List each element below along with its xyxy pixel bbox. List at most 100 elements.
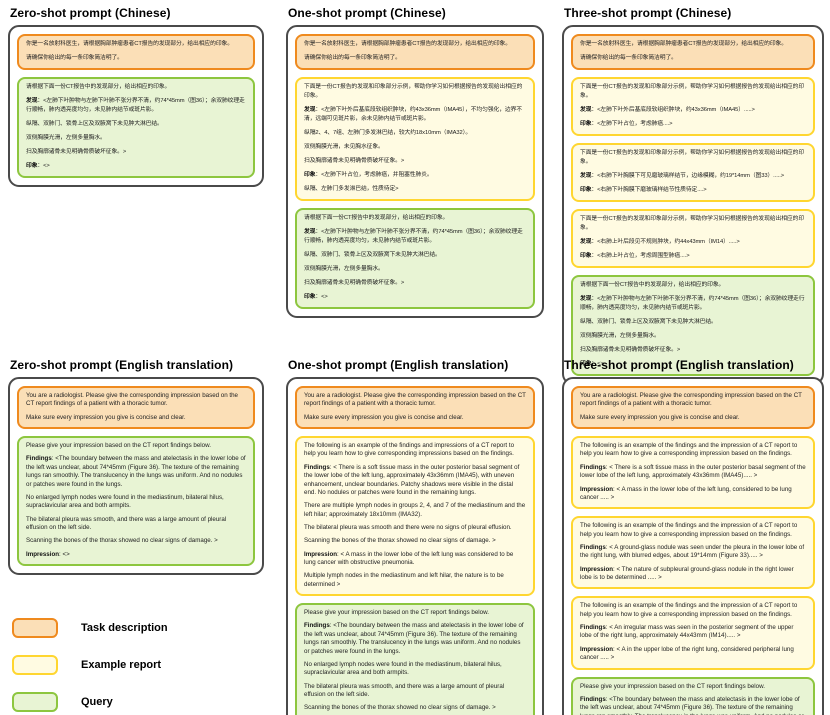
paragraph-text: 双侧胸膜光滑，左侧多量胸水。 (26, 134, 106, 141)
query-box: Please give your impression based on the… (17, 436, 255, 567)
paragraph-text: You are a radiologist. Please give the c… (304, 392, 526, 408)
prompt-outline: 你是一名放射科医生，请根据胸部肿瘤患者CT报告的发现部分，给出相应的印象。请确保… (286, 25, 544, 318)
legend-item-example: Example report (12, 655, 168, 675)
prompt-paragraph: 你是一名放射科医生，请根据胸部肿瘤患者CT报告的发现部分，给出相应的印象。 (304, 40, 526, 49)
prompt-paragraph: 印象：<> (580, 360, 806, 369)
example-box: The following is an example of the findi… (571, 516, 815, 590)
prompt-paragraph: Please give your impression based on the… (580, 683, 806, 691)
paragraph-text: 扫及胸廓诸骨未见明确骨质破坏征象。> (580, 346, 681, 353)
field-label: 发现 (580, 172, 592, 179)
paragraph-text: 纵隔、双肺门、锁骨上区及双腋窝下未见肿大淋巴结。 (580, 318, 717, 325)
query-swatch (12, 692, 58, 712)
paragraph-text: ：<左肺下叶外后基底段软组织肿块，约43x36mm（IMA45）.....> (591, 106, 755, 113)
field-label: Findings (304, 463, 330, 471)
prompt-paragraph: 扫及胸廓诸骨未见明确骨质破坏征象。> (580, 346, 806, 355)
paragraph-text: There are multiple lymph nodes in groups… (304, 502, 526, 518)
prompt-paragraph: Scanning the bones of the thorax showed … (304, 537, 526, 545)
legend-label: Query (81, 696, 113, 708)
paragraph-text: No enlarged lymph nodes were found in th… (304, 660, 502, 677)
prompt-outline: You are a radiologist. Please give the c… (286, 377, 544, 715)
field-label: 印象 (304, 171, 316, 178)
prompt-paragraph: 纵隔、双肺门、锁骨上区及双腋窝下未见肿大淋巴结。 (26, 120, 246, 129)
prompt-paragraph: 扫及胸廓诸骨未见明确骨质破坏征象。> (26, 148, 246, 157)
prompt-paragraph: Findings: < There is a soft tissue mass … (304, 464, 526, 497)
task-box: 你是一名放射科医生，请根据胸部肿瘤患者CT报告的发现部分，给出相应的印象。请确保… (17, 34, 255, 70)
prompt-paragraph: Findings: <The boundary between the mass… (26, 455, 246, 488)
field-label: Findings (580, 624, 606, 632)
field-label: Findings (26, 455, 52, 463)
paragraph-text: You are a radiologist. Please give the c… (26, 392, 238, 408)
task-box: You are a radiologist. Please give the c… (571, 386, 815, 430)
paragraph-text: 下面是一份CT报告的发现和印象部分示例，帮助你学习如何根据报告的发现给出相应的印… (304, 83, 523, 99)
paragraph-text: 下面是一份CT报告的发现和印象部分示例，帮助你学习如何根据报告的发现给出相应的印… (580, 215, 805, 231)
paragraph-text: 请确保你给出的每一条印象简洁明了。 (304, 54, 401, 61)
prompt-paragraph: You are a radiologist. Please give the c… (26, 392, 246, 409)
prompt-paragraph: Make sure every impression you give is c… (580, 414, 806, 422)
field-label: Impression (580, 565, 614, 573)
paragraph-text: 请根据下面一份CT报告中的发现部分，给出相应的印象。 (580, 281, 725, 288)
field-label: 发现 (26, 97, 38, 104)
prompt-outline: You are a radiologist. Please give the c… (8, 377, 264, 576)
paragraph-text: : <> (59, 550, 70, 558)
paragraph-text: No enlarged lymph nodes were found in th… (26, 493, 224, 510)
task-box: 你是一名放射科医生，请根据胸部肿瘤患者CT报告的发现部分，给出相应的印象。请确保… (295, 34, 535, 70)
prompt-paragraph: 纵隔2、4、7组、左肺门多发淋巴结，较大约18x10mm（IMA32）。 (304, 129, 526, 138)
field-label: Impression (26, 550, 60, 558)
prompt-paragraph: The bilateral pleura was smooth, and the… (26, 516, 246, 533)
paragraph-text: : < A mass in the lower lobe of the left… (304, 550, 514, 567)
field-label: 印象 (26, 162, 38, 169)
prompt-paragraph: No enlarged lymph nodes were found in th… (26, 494, 246, 511)
prompt-paragraph: 印象：<右肺上叶占位，考虑周围型肺癌....> (580, 252, 806, 261)
prompt-paragraph: 下面是一份CT报告的发现和印象部分示例，帮助你学习如何根据报告的发现给出相应的印… (580, 83, 806, 101)
paragraph-text: 扫及胸廓诸骨未见明确骨质破坏征象。> (304, 157, 405, 164)
query-box: 请根据下面一份CT报告中的发现部分，给出相应的印象。发现：<左肺下叶肿物与左肺下… (17, 76, 255, 178)
prompt-paragraph: 扫及胸廓诸骨未见明确骨质破坏征象。> (304, 157, 526, 166)
paragraph-text: 双侧胸膜光滑，左侧多量胸水。 (304, 265, 384, 272)
prompt-paragraph: 纵隔、双肺门、锁骨上区及双腋窝下未见肿大淋巴结。 (580, 318, 806, 327)
example-swatch (12, 655, 58, 675)
prompt-paragraph: The bilateral pleura was smooth and ther… (304, 524, 526, 532)
paragraph-text: The bilateral pleura was smooth, and the… (26, 515, 227, 531)
task-box: You are a radiologist. Please give the c… (17, 386, 255, 430)
example-box: The following is an example of the findi… (571, 436, 815, 510)
query-box: Please give your impression based on the… (295, 603, 535, 715)
prompt-paragraph: No enlarged lymph nodes were found in th… (304, 661, 526, 678)
paragraph-text: : < A ground-glass nodule was seen under… (580, 543, 805, 560)
field-label: 印象 (580, 360, 592, 367)
prompt-paragraph: 请确保你给出的每一条印象简洁明了。 (304, 54, 526, 63)
prompt-paragraph: 发现：<右肺下叶胸膜下可见磨玻璃样结节，边缘模糊，约19*14mm（图33）..… (580, 172, 806, 181)
prompt-paragraph: You are a radiologist. Please give the c… (304, 392, 526, 409)
paragraph-text: 纵隔、双肺门、锁骨上区及双腋窝下未见肿大淋巴结。 (26, 120, 163, 127)
prompt-paragraph: Scanning the bones of the thorax showed … (304, 704, 526, 712)
prompt-paragraph: There are multiple lymph nodes in groups… (304, 502, 526, 519)
paragraph-text: ：<左肺下叶占位，考虑肺癌....> (591, 120, 673, 127)
field-label: 发现 (580, 238, 592, 245)
paragraph-text: Please give your impression based on the… (580, 682, 765, 690)
paragraph-text: : < A mass in the lower lobe of the left… (580, 485, 792, 501)
paragraph-text: : < The nature of subpleural ground-glas… (580, 565, 794, 582)
panel-one-shot-english: One-shot prompt (English translation)You… (286, 358, 544, 715)
paragraph-text: Scanning the bones of the thorax showed … (26, 537, 218, 545)
paragraph-text: Scanning the bones of the thorax showed … (304, 537, 496, 545)
example-box: 下面是一份CT报告的发现和印象部分示例，帮助你学习如何根据报告的发现给出相应的印… (571, 76, 815, 136)
prompt-outline: 你是一名放射科医生，请根据胸部肿瘤患者CT报告的发现部分，给出相应的印象。请确保… (8, 25, 264, 187)
example-box: The following is an example of the findi… (295, 436, 535, 597)
paragraph-text: 纵隔、双肺门、锁骨上区及双腋窝下未见肿大淋巴结。 (304, 251, 441, 258)
prompt-paragraph: 印象：<左肺下叶占位，考虑肺癌，并阻塞性肺炎。 (304, 171, 526, 180)
prompt-paragraph: The following is an example of the findi… (580, 442, 806, 459)
prompt-paragraph: 你是一名放射科医生，请根据胸部肿瘤患者CT报告的发现部分，给出相应的印象。 (580, 40, 806, 49)
prompt-paragraph: 发现：<右肺上叶后段见不规则肿块，约44x43mm（IM14）.....> (580, 238, 806, 247)
paragraph-text: The following is an example of the findi… (304, 442, 515, 458)
paragraph-text: ：<左肺下叶外后基底段软组织肿块，约43x36mm（IMA45），不均匀强化，边… (304, 106, 523, 122)
paragraph-text: ：<左肺下叶肿物与左肺下叶肺不张分界不清，约74*45mm（图36）；余双肺纹理… (580, 295, 805, 311)
field-label: Findings (580, 695, 606, 703)
paragraph-text: : <The boundary between the mass and ate… (580, 695, 804, 715)
prompt-paragraph: 印象：<> (304, 293, 526, 302)
prompt-paragraph: Impression: < A in the upper lobe of the… (580, 646, 806, 663)
paragraph-text: : < There is a soft tissue mass in the o… (580, 463, 806, 480)
task-box: You are a radiologist. Please give the c… (295, 386, 535, 430)
field-label: 印象 (580, 186, 592, 193)
prompt-outline: 你是一名放射科医生，请根据胸部肿瘤患者CT报告的发现部分，给出相应的印象。请确保… (562, 25, 824, 385)
